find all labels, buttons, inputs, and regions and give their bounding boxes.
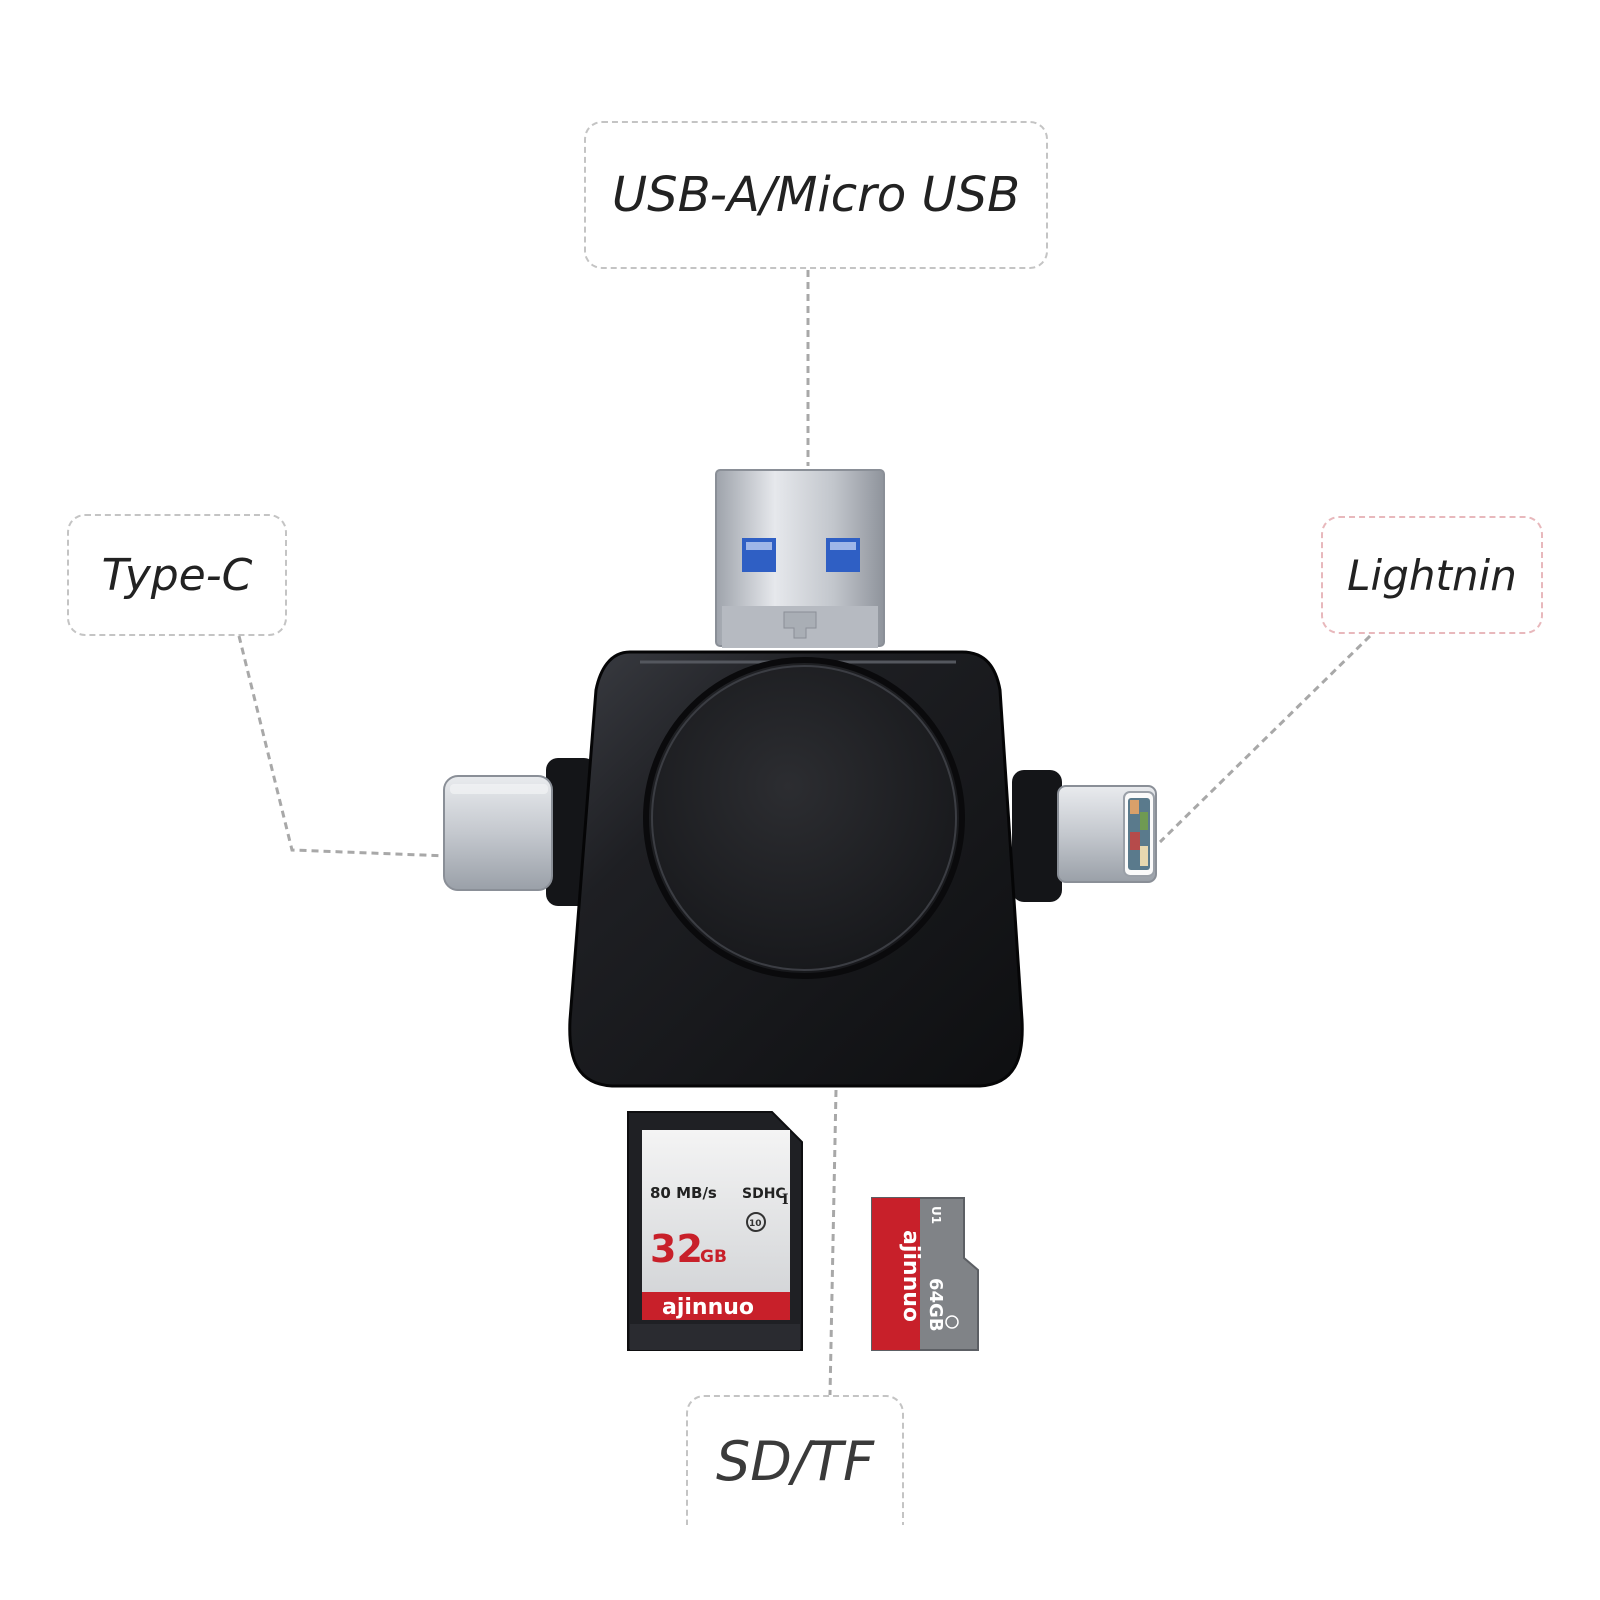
lightning-collar bbox=[1012, 770, 1062, 902]
type-c-plug bbox=[443, 775, 553, 891]
sd-tf-leader-line bbox=[828, 1089, 838, 1396]
sd-card-capacity-unit: GB bbox=[700, 1247, 727, 1267]
lightning-leader-line bbox=[1158, 634, 1372, 844]
sd-card: 80 MB/s SDHC I 10 32 GB ajinnuo bbox=[627, 1111, 803, 1351]
sd-card-brand-strip bbox=[642, 1292, 790, 1320]
sd-card-capacity-number: 32 bbox=[650, 1227, 703, 1271]
sd-card-brand: ajinnuo bbox=[662, 1295, 754, 1320]
lightning-label: Lightnin bbox=[1347, 550, 1517, 600]
type-c-label: Type-C bbox=[101, 549, 253, 601]
lightning-callout: Lightnin bbox=[1321, 516, 1543, 634]
sd-card-sdhc-mark: SDHC bbox=[742, 1186, 786, 1202]
micro-sd-uhs-mark: U1 bbox=[929, 1206, 943, 1224]
class-10-icon bbox=[746, 1212, 766, 1232]
micro-sd-card: ajinnuo 64GB U1 bbox=[871, 1197, 979, 1351]
leader-lines bbox=[237, 270, 1372, 1396]
sd-card-speed: 80 MB/s bbox=[650, 1184, 717, 1202]
micro-sd-brand: ajinnuo bbox=[898, 1230, 923, 1322]
hub-body bbox=[568, 650, 1024, 1088]
micro-sd-class-icon bbox=[945, 1315, 959, 1329]
type-c-callout: Type-C bbox=[67, 514, 287, 636]
sd-card-uhs-mark: I bbox=[782, 1192, 789, 1208]
sd-tf-callout: SD/TF bbox=[686, 1395, 904, 1525]
sd-card-class-mark: 10 bbox=[749, 1219, 762, 1229]
usb-a-micro-usb-label: USB-A/Micro USB bbox=[611, 167, 1021, 223]
sd-card-label-area bbox=[642, 1130, 790, 1320]
usb-a-micro-usb-callout: USB-A/Micro USB bbox=[584, 121, 1048, 269]
sd-tf-label: SD/TF bbox=[715, 1429, 875, 1493]
type-c-leader-line bbox=[237, 635, 449, 858]
lightning-plug bbox=[1057, 785, 1157, 883]
micro-sd-brand-strip bbox=[872, 1198, 920, 1350]
usb-a-plug bbox=[715, 469, 885, 648]
micro-sd-capacity: 64GB bbox=[925, 1278, 946, 1332]
hub-top-disc bbox=[643, 657, 965, 979]
